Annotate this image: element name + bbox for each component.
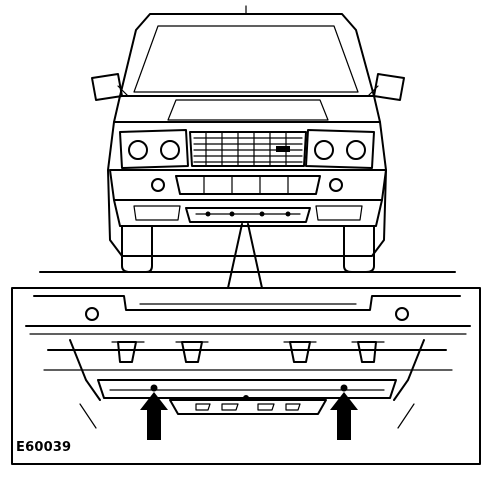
detail-inset <box>11 287 481 465</box>
callout-line-left <box>227 223 243 289</box>
inset-center-fixing <box>243 395 249 401</box>
right-fixing-point <box>340 384 348 392</box>
left-mirror <box>91 73 123 101</box>
right-headlamp <box>305 129 375 169</box>
left-mirror-arm <box>117 85 129 97</box>
left-tyre <box>121 225 153 273</box>
bonnet-crease <box>167 99 329 121</box>
bumper-intake <box>175 175 321 195</box>
inset-bumper-top <box>33 295 461 311</box>
vehicle-front-view <box>39 5 456 273</box>
grille <box>189 131 307 167</box>
callout-line-right <box>247 223 263 289</box>
right-arrow <box>330 392 358 440</box>
inset-right-outer <box>397 403 415 429</box>
lower-valance <box>113 199 383 227</box>
body-outline <box>107 121 387 257</box>
inset-right-fog-lamp <box>395 307 409 321</box>
right-headlamp-lens-outer <box>346 140 366 160</box>
left-headlamp-lens-outer <box>128 140 148 160</box>
inset-left-outer <box>79 403 97 429</box>
inset-left-fog-lamp <box>85 307 99 321</box>
left-fog-lamp <box>151 178 165 192</box>
undertray <box>185 207 311 223</box>
inset-mounting-brackets <box>111 341 385 363</box>
right-mirror-arm <box>367 85 379 97</box>
grille-badge <box>276 146 290 152</box>
figure-reference-code: E60039 <box>16 440 72 455</box>
inset-undertray-lower <box>169 399 327 415</box>
inset-frame <box>11 287 481 465</box>
left-headlamp <box>119 129 189 169</box>
inset-undertray-slots <box>195 403 301 411</box>
left-headlamp-lens-inner <box>160 140 180 160</box>
windscreen <box>133 25 359 93</box>
detail-callout-lines <box>227 223 263 289</box>
left-lower-grille <box>133 205 181 221</box>
bumper-intake-slats <box>203 175 289 195</box>
inset-left-side <box>69 339 101 401</box>
left-arrow <box>140 392 168 440</box>
undertray-fixings <box>205 211 291 217</box>
right-fog-lamp <box>329 178 343 192</box>
inset-right-side <box>393 339 425 401</box>
right-tyre <box>343 225 375 273</box>
left-fixing-point <box>150 384 158 392</box>
inset-undertray <box>97 379 397 399</box>
right-lower-grille <box>315 205 363 221</box>
right-headlamp-lens-inner <box>314 140 334 160</box>
grille-mesh <box>193 131 303 167</box>
right-mirror <box>373 73 405 101</box>
